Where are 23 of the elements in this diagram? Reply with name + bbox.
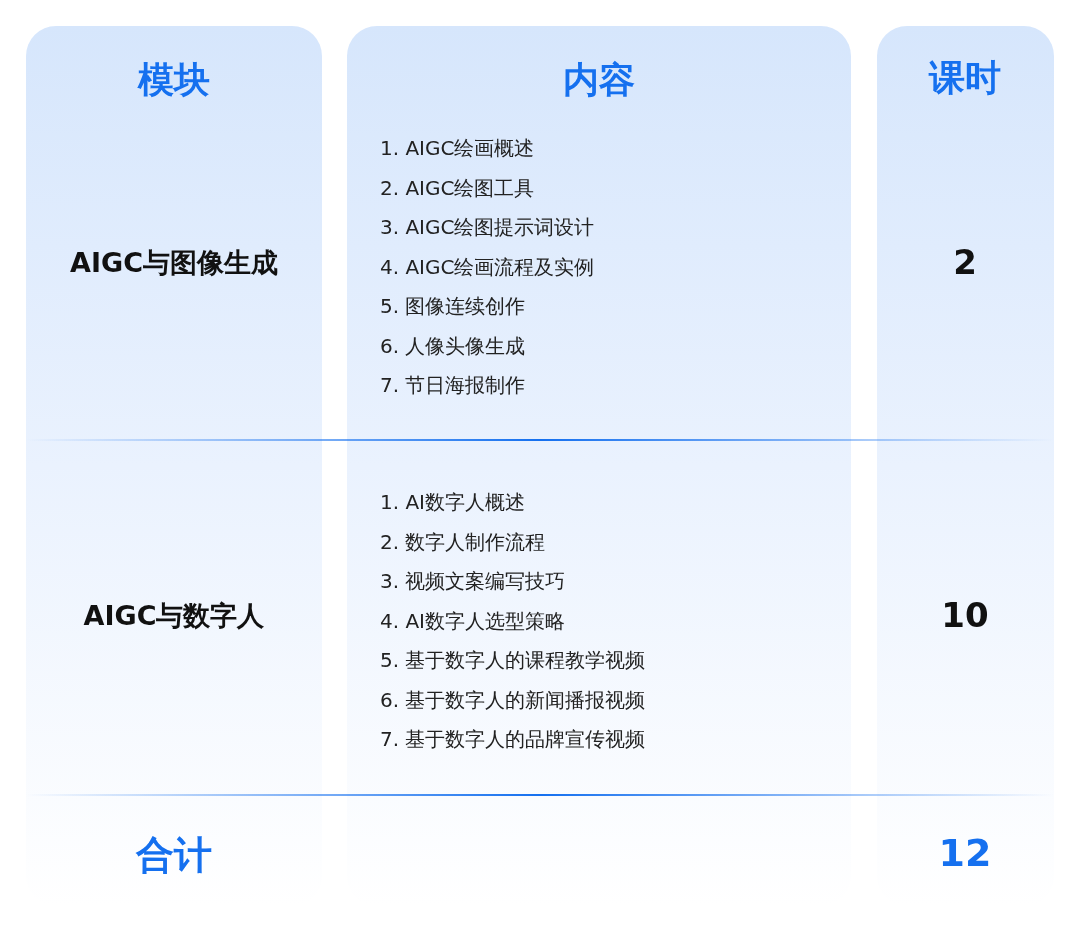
content-item: 7. 节日海报制作	[380, 371, 526, 399]
content-item: 3. AIGC绘图提示词设计	[380, 213, 595, 241]
content-item: 5. 图像连续创作	[380, 292, 526, 320]
content-item: 6. 基于数字人的新闻播报视频	[380, 686, 646, 713]
column-header: 内容	[563, 57, 635, 102]
content-item: 3. 视频文案编写技巧	[380, 567, 566, 595]
module-name: AIGC与数字人	[83, 599, 265, 633]
content-item: 6. 人像头像生成	[380, 332, 526, 359]
hours-value: 10	[941, 595, 989, 635]
content-item: 4. AI数字人选型策略	[380, 607, 566, 634]
column-header: 模块	[138, 57, 210, 102]
content-item: 4. AIGC绘画流程及实例	[380, 253, 595, 280]
content-item: 1. AI数字人概述	[380, 488, 526, 516]
content-item: 2. 数字人制作流程	[380, 528, 546, 555]
column-header: 课时	[929, 55, 1001, 100]
module-name: AIGC与图像生成	[70, 246, 278, 280]
content-item: 1. AIGC绘画概述	[380, 134, 535, 162]
content-item: 5. 基于数字人的课程教学视频	[380, 646, 646, 674]
total-value: 12	[938, 831, 992, 875]
total-label: 合计	[136, 831, 212, 879]
content-item: 2. AIGC绘图工具	[380, 174, 535, 201]
hours-value: 2	[953, 242, 977, 282]
content-item: 7. 基于数字人的品牌宣传视频	[380, 725, 646, 753]
